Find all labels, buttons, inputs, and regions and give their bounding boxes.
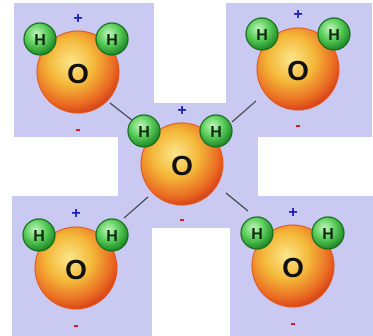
hydrogen-atom-left xyxy=(127,114,161,148)
hydrogen-label: H xyxy=(256,27,268,44)
negative-charge-sign: - xyxy=(179,211,184,228)
hydrogen-atom-left xyxy=(22,218,56,252)
water-molecule-top-left: O H H + - xyxy=(23,10,129,138)
hydrogen-atom-right xyxy=(199,114,233,148)
bond-line-bottom-right xyxy=(225,192,249,212)
hydrogen-label: H xyxy=(322,226,334,243)
hydrogen-atom-left xyxy=(245,17,279,51)
hydrogen-atom-right xyxy=(311,216,345,250)
hydrogen-label: H xyxy=(138,124,150,141)
oxygen-atom xyxy=(251,224,335,308)
hydrogen-label: H xyxy=(33,228,45,245)
hydrogen-label: H xyxy=(251,226,263,243)
bond-line-bottom-left xyxy=(123,196,149,219)
hydrogen-bonds xyxy=(109,100,257,219)
oxygen-atom xyxy=(256,27,340,111)
negative-charge-sign: - xyxy=(75,121,80,138)
oxygen-label: O xyxy=(171,150,193,181)
positive-charge-sign: + xyxy=(293,6,302,23)
hydrogen-label: H xyxy=(106,228,118,245)
positive-charge-sign: + xyxy=(71,205,80,222)
hydrogen-atom-right xyxy=(95,22,129,56)
water-molecule-bottom-right: O H H + - xyxy=(240,204,345,332)
hydrogen-label: H xyxy=(328,27,340,44)
positive-charge-sign: + xyxy=(288,204,297,221)
bond-line-top-right xyxy=(231,100,257,123)
oxygen-label: O xyxy=(65,254,87,285)
oxygen-atom xyxy=(140,122,224,206)
negative-charge-sign: - xyxy=(73,317,78,334)
negative-charge-sign: - xyxy=(290,315,295,332)
water-molecule-bottom-left: O H H + - xyxy=(22,205,129,334)
bond-line-top-left xyxy=(109,102,134,122)
positive-charge-sign: + xyxy=(177,102,186,119)
negative-charge-sign: - xyxy=(295,117,300,134)
hydrogen-label: H xyxy=(34,32,46,49)
hydrogen-atom-left xyxy=(240,216,274,250)
positive-charge-sign: + xyxy=(73,10,82,27)
oxygen-label: O xyxy=(287,55,309,86)
oxygen-atom xyxy=(36,30,120,114)
oxygen-atom xyxy=(34,226,118,310)
hydrogen-label: H xyxy=(210,124,222,141)
hydrogen-atom-left xyxy=(23,22,57,56)
hydrogen-label: H xyxy=(106,32,118,49)
hydrogen-atom-right xyxy=(317,17,351,51)
water-molecule-center: O H H + - xyxy=(127,102,233,228)
oxygen-label: O xyxy=(67,58,89,89)
hydrogen-atom-right xyxy=(95,218,129,252)
oxygen-label: O xyxy=(282,252,304,283)
water-molecule-top-right: O H H + - xyxy=(245,6,351,134)
